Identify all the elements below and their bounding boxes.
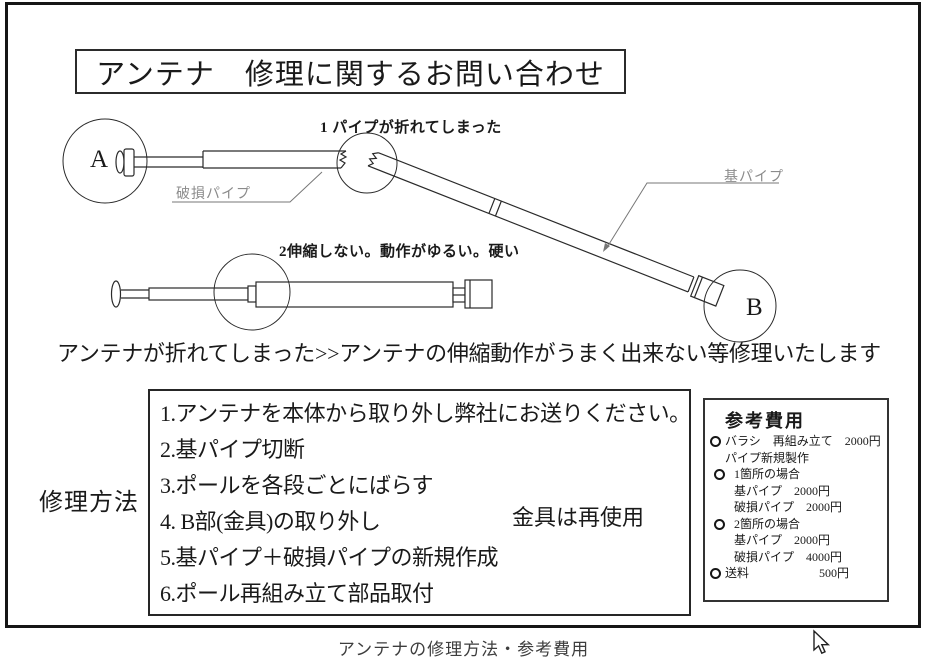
cost-box: 参考費用 バラシ 再組み立て 2000円 パイプ新規製作 1箇所の場合 基パイプ… bbox=[703, 398, 889, 602]
cost-line-price: 500円 bbox=[818, 566, 849, 580]
telescoping-antenna bbox=[110, 279, 493, 309]
cost-line-text: 破損パイプ 2000円 bbox=[734, 500, 843, 514]
cost-line: 基パイプ 2000円 bbox=[705, 532, 887, 549]
repair-heading: 修理方法 bbox=[39, 490, 139, 516]
detail-circle-b bbox=[703, 269, 777, 343]
base-pipe-label: 基パイプ bbox=[724, 170, 784, 185]
antenna-tip bbox=[115, 148, 135, 177]
bullet-icon bbox=[710, 436, 721, 447]
cost-line-text: パイプ新規製作 bbox=[725, 450, 810, 465]
base-pipe-leader bbox=[603, 182, 779, 252]
cost-line: 2箇所の場合 bbox=[705, 516, 887, 533]
bullet-icon bbox=[710, 568, 721, 579]
cost-line-text: 1箇所の場合 bbox=[734, 467, 801, 481]
repair-steps-box: 1.アンテナを本体から取り外し弊社にお送りください。 2.基パイプ切断 3.ポー… bbox=[148, 389, 691, 616]
repair-step: 1.アンテナを本体から取り外し弊社にお送りください。 bbox=[160, 401, 691, 426]
cost-line: バラシ 再組み立て 2000円 bbox=[705, 433, 887, 450]
detail-circle-a bbox=[62, 118, 148, 204]
repair-step: 6.ポール再組み立て部品取付 bbox=[160, 581, 434, 606]
repair-step: 3.ポールを各段ごとにばらす bbox=[160, 473, 434, 498]
cost-line-text: 送料 bbox=[725, 566, 750, 580]
damaged-pipe-leader bbox=[172, 171, 323, 203]
mouse-cursor-icon bbox=[813, 629, 831, 655]
cost-line: 破損パイプ 4000円 bbox=[705, 549, 887, 566]
break-circle bbox=[336, 132, 398, 194]
bullet-icon bbox=[714, 469, 725, 480]
cost-line: パイプ新規製作 bbox=[705, 450, 887, 467]
slide-title: アンテナ 修理に関するお問い合わせ bbox=[96, 58, 605, 91]
slide-title-box: アンテナ 修理に関するお問い合わせ bbox=[75, 49, 626, 94]
joint-circle bbox=[213, 253, 291, 331]
bullet-icon bbox=[714, 518, 725, 530]
cost-line: 基パイプ 2000円 bbox=[705, 483, 887, 500]
damaged-pipe-label: 破損パイプ bbox=[176, 187, 251, 202]
cost-line: 破損パイプ 2000円 bbox=[705, 499, 887, 516]
cost-line-text: 基パイプ 2000円 bbox=[734, 533, 831, 547]
repair-step: 2.基パイプ切断 bbox=[160, 437, 305, 462]
repair-step: 5.基パイプ＋破損パイプの新規作成 bbox=[160, 545, 499, 570]
callout-issue-2: 2伸縮しない。動作がゆるい。硬い bbox=[279, 244, 520, 260]
cost-line-text: 2箇所の場合 bbox=[734, 516, 801, 531]
thin-rod bbox=[134, 156, 203, 168]
slide-canvas bbox=[5, 2, 921, 628]
cost-lines: バラシ 再組み立て 2000円 パイプ新規製作 1箇所の場合 基パイプ 2000… bbox=[705, 433, 887, 582]
cost-line-text: 破損パイプ 4000円 bbox=[734, 549, 843, 564]
lead-sentence: アンテナが折れてしまった>>アンテナの伸縮動作がうまく出来ない等修理いたします bbox=[57, 341, 881, 366]
cost-line-text: バラシ 再組み立て 2000円 bbox=[725, 434, 881, 448]
cost-title: 参考費用 bbox=[725, 411, 805, 431]
repair-step: 4. B部(金具)の取り外し bbox=[160, 509, 381, 534]
cost-line-text: 基パイプ 2000円 bbox=[734, 483, 831, 498]
part-label-b: B bbox=[746, 294, 763, 321]
slide-caption: アンテナの修理方法・参考費用 bbox=[337, 640, 590, 659]
caption-row: アンテナの修理方法・参考費用 bbox=[0, 635, 927, 660]
part-label-a: A bbox=[90, 146, 109, 173]
repair-note: 金具は再使用 bbox=[512, 505, 645, 530]
callout-issue-1: 1 パイプが折れてしまった bbox=[320, 120, 502, 136]
cost-line: 送料 500円 bbox=[705, 565, 887, 582]
cost-line: 1箇所の場合 bbox=[705, 466, 887, 483]
damaged-pipe bbox=[202, 150, 348, 169]
